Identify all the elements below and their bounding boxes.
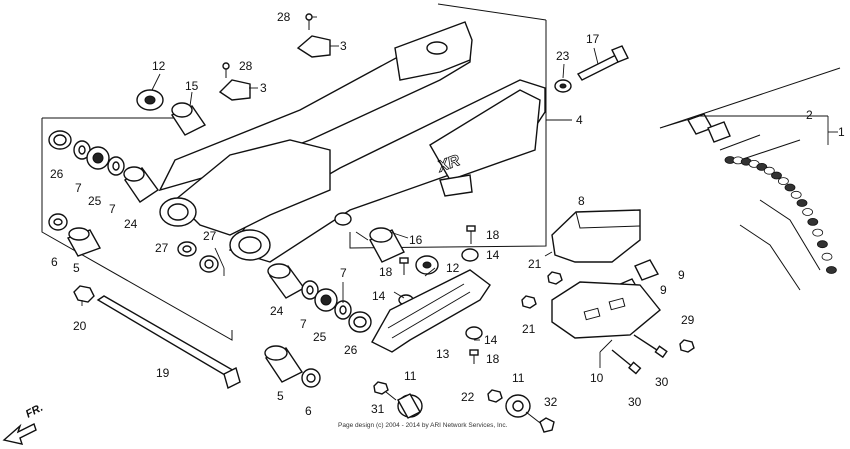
callout-27: 27 (203, 229, 217, 243)
left-bearing-stack (48, 130, 241, 390)
callout-23: 23 (556, 49, 570, 63)
chain-link (763, 166, 775, 175)
chain-link (790, 190, 802, 199)
chain-link (817, 240, 828, 249)
callout-20: 20 (73, 319, 87, 333)
callout-10: 10 (590, 371, 604, 385)
chain-link (778, 177, 789, 186)
callout-11: 11 (512, 371, 525, 385)
callout-9: 9 (660, 283, 667, 297)
chain-link (807, 217, 819, 226)
chain-link (796, 199, 808, 207)
callout-2: 2 (806, 108, 813, 122)
callout-30: 30 (628, 395, 642, 409)
callout-7: 7 (300, 317, 307, 331)
front-direction-arrow: FR. (2, 402, 45, 445)
swingarm-group-outline (41, 3, 547, 341)
callout-11: 11 (404, 369, 417, 383)
copyright-caption: Page design (c) 2004 - 2014 by ARI Netwo… (338, 422, 508, 429)
chain-link (812, 228, 824, 237)
callout-14: 14 (372, 289, 386, 303)
upper-left-parts (136, 13, 629, 136)
callout-14: 14 (486, 248, 500, 262)
callout-4: 4 (576, 113, 583, 127)
callout-25: 25 (88, 194, 102, 208)
chain-link (784, 183, 796, 192)
callout-29: 29 (681, 313, 695, 327)
callout-22: 22 (461, 390, 475, 404)
swingarm: XR (158, 21, 546, 263)
callout-7: 7 (340, 266, 347, 280)
callout-32: 32 (544, 395, 558, 409)
callout-3: 3 (260, 81, 267, 95)
callout-25: 25 (313, 330, 327, 344)
callout-7: 7 (75, 181, 82, 195)
callout-24: 24 (124, 217, 138, 231)
callout-27: 27 (155, 241, 169, 255)
callout-8: 8 (578, 194, 585, 208)
chain-guide-group (521, 67, 841, 375)
callout-26: 26 (344, 343, 358, 357)
lower-bearing-stack (264, 263, 372, 388)
roller-group (373, 381, 555, 433)
callout-18: 18 (486, 352, 500, 366)
callout-28: 28 (277, 10, 291, 24)
callout-21: 21 (522, 322, 536, 336)
chain-link (826, 266, 837, 274)
callout-30: 30 (655, 375, 669, 389)
callout-3: 3 (340, 39, 347, 53)
front-label: FR. (24, 402, 45, 421)
callout-19: 19 (156, 366, 170, 380)
callout-31: 31 (371, 402, 385, 416)
callout-18: 18 (379, 265, 393, 279)
callout-21: 21 (528, 257, 542, 271)
callout-6: 6 (305, 404, 312, 418)
callout-28: 28 (239, 59, 253, 73)
callout-1: 1 (838, 125, 845, 139)
callout-12: 12 (446, 261, 460, 275)
callout-17: 17 (586, 32, 600, 46)
callout-24: 24 (270, 304, 284, 318)
callout-6: 6 (51, 255, 58, 269)
chain-link (802, 208, 813, 216)
chain-link (821, 252, 833, 261)
callout-18: 18 (486, 228, 500, 242)
callout-12: 12 (152, 59, 166, 73)
callout-5: 5 (73, 261, 80, 275)
callout-13: 13 (436, 347, 450, 361)
callout-15: 15 (185, 79, 199, 93)
drive-chain (724, 156, 837, 274)
leader-lines (81, 16, 838, 368)
callout-26: 26 (50, 167, 64, 181)
callout-16: 16 (409, 233, 423, 247)
callout-labels: 28 3 12 28 15 3 23 17 4 2 1 26 7 25 7 24… (50, 10, 845, 418)
callout-5: 5 (277, 389, 284, 403)
callout-14: 14 (484, 333, 498, 347)
chain-link (771, 171, 782, 180)
chain-link (756, 162, 768, 171)
callout-7: 7 (109, 202, 116, 216)
callout-9: 9 (678, 268, 685, 282)
